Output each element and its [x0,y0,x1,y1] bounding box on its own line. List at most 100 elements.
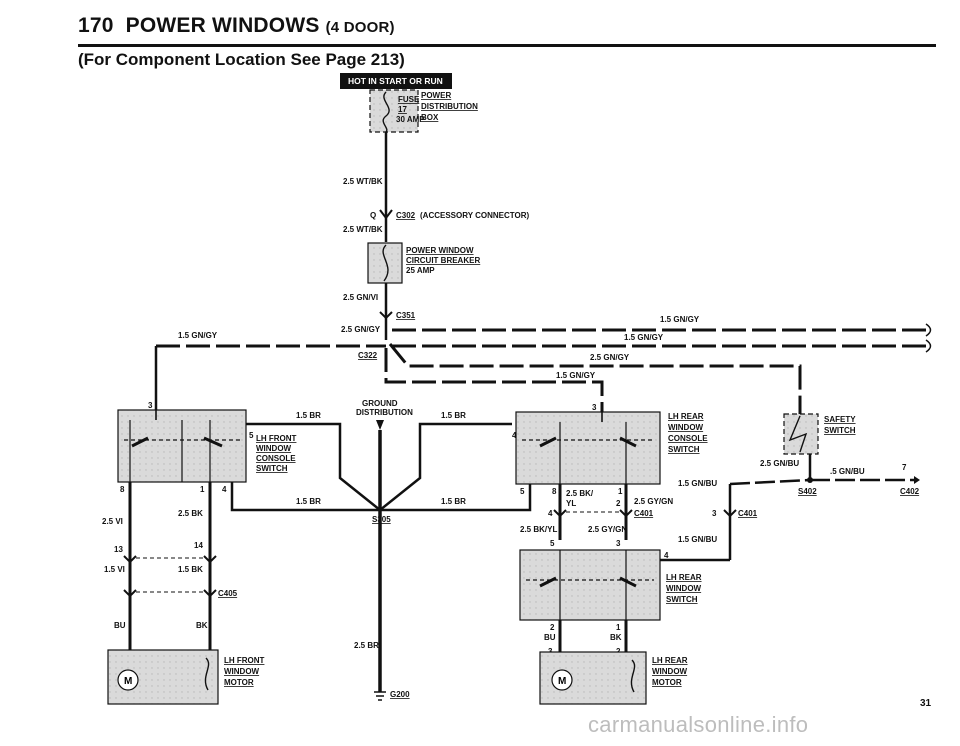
wire-label-right-low: 2.5 GN/GY [590,353,630,362]
lhr-console-label-2: WINDOW [668,423,704,432]
wire-label-rr-b: BK [610,633,622,642]
pin-4-lf: 4 [222,485,227,494]
wire-label-safety-a: 2.5 GN/BU [760,459,799,468]
page-subtitle: (For Component Location See Page 213) [78,50,405,69]
wire-label-left-feed: 1.5 GN/GY [178,331,218,340]
g200-label: G200 [390,690,410,699]
lhr-console-label-4: SWITCH [668,445,700,454]
c402-label: C402 [900,487,920,496]
page-footer-number: 31 [920,698,932,709]
wire-label-lf-b: 2.5 BK [178,509,203,518]
wire-label-rc-a2: YL [566,499,576,508]
safety-switch [783,413,819,455]
wire-label-rc-f: 1.5 GN/BU [678,535,717,544]
wire-label-lf-f: BK [196,621,208,630]
ground-dist-1: GROUND [362,399,398,408]
c351-label: C351 [396,311,416,320]
lhr-switch-label-3: SWITCH [666,595,698,604]
wire-label-center-low: 1.5 GN/GY [556,371,596,380]
ground-dist-2: DISTRIBUTION [356,408,413,417]
page-number: 170 [78,14,114,37]
wire-label-g-l1: 1.5 BR [296,411,321,420]
pin-13-lf: 13 [114,545,123,554]
lh-rear-window-switch [519,549,661,621]
pin-1-lf: 1 [200,485,205,494]
wire-label-rc-d: 2.5 GY/GN [588,525,627,534]
lhf-motor-label-2: WINDOW [224,667,260,676]
cb-label-3: 25 AMP [406,266,435,275]
lhr-motor-label-2: WINDOW [652,667,688,676]
lf-motor-symbol: M [124,676,132,687]
pin-3-rc: 3 [592,403,597,412]
lhf-switch-label-3: CONSOLE [256,454,296,463]
lhf-switch-label-2: WINDOW [256,444,292,453]
lh-rear-motor: M [539,651,647,705]
title-text: POWER WINDOWS [125,14,320,37]
pin-5-rc: 5 [520,487,525,496]
pin-4-rc: 4 [512,431,517,440]
wire-label-rc-c: 2.5 BK/YL [520,525,557,534]
lh-front-switch [117,409,247,483]
wire-label-right-mid: 1.5 GN/GY [624,333,664,342]
pin-8-lf: 8 [120,485,125,494]
s402-label: S402 [798,487,817,496]
c322-label: C322 [358,351,378,360]
hot-bar [340,73,452,89]
wire-label-g-r1: 1.5 BR [441,411,466,420]
cb-label-2: CIRCUIT BREAKER [406,256,480,265]
watermark: carmanualsonline.info [588,712,809,737]
fuse-box: FUSE 17 30 AMP [369,89,425,133]
pin-14-lf: 14 [194,541,203,550]
pin-2-rc: 2 [616,499,621,508]
lhr-motor-label-1: LH REAR [652,656,688,665]
wire-label-feed: 2.5 GN/GY [341,325,381,334]
pin-5-lf: 5 [249,431,254,440]
safety-label-2: SWITCH [824,426,856,435]
pin-1-rrs: 1 [616,623,621,632]
pin-7-safety: 7 [902,463,907,472]
c401b-label: C401 [738,509,758,518]
wire-label-cb-out: 2.5 GN/VI [343,293,378,302]
c302-label: C302 [396,211,416,220]
fuse-label: FUSE [398,95,420,104]
pin-3-lf: 3 [148,401,153,410]
hot-label: HOT IN START OR RUN [348,76,443,86]
pin-5-rr: 5 [550,539,555,548]
wire-label-top: 2.5 WT/BK [343,177,383,186]
lhf-switch-label-1: LH FRONT [256,434,297,443]
title-rule [78,44,936,47]
fuse-number: 17 [398,105,407,114]
wire-label-g-r2: 1.5 BR [441,497,466,506]
pin-8-rc: 8 [552,487,557,496]
pdb-label-2: DISTRIBUTION [421,102,478,111]
lh-rear-console-switch [515,411,661,485]
pin-4-rc2: 4 [548,509,553,518]
wire-label-rr-a: BU [544,633,556,642]
wire-label-safety-b: .5 GN/BU [830,467,865,476]
title-suffix: (4 DOOR) [325,19,395,36]
wire-label-mid: 2.5 WT/BK [343,225,383,234]
lhr-motor-label-3: MOTOR [652,678,682,687]
c302-pin: Q [370,211,376,220]
wire-label-g-l2: 1.5 BR [296,497,321,506]
lhr-console-label-3: CONSOLE [668,434,708,443]
c401a-label: C401 [634,509,654,518]
lhf-motor-label-3: MOTOR [224,678,254,687]
wire-label-lf-d: 1.5 BK [178,565,203,574]
wire-label-rc-e: 1.5 GN/BU [678,479,717,488]
wire-label-lf-a: 2.5 VI [102,517,123,526]
pin-2-rrs: 2 [550,623,555,632]
pdb-label-3: BOX [421,113,439,122]
circuit-breaker [367,242,403,284]
wire-label-lf-c: 1.5 VI [104,565,125,574]
lhr-switch-label-1: LH REAR [666,573,702,582]
safety-label-1: SAFETY [824,415,856,424]
pdb-label-1: POWER [421,91,451,100]
wire-label-rc-a: 2.5 BK/ [566,489,594,498]
wire-label-lf-e: BU [114,621,126,630]
page-header: 170 POWER WINDOWS (4 DOOR) (For Component… [0,0,960,80]
c302-desc: (ACCESSORY CONNECTOR) [420,211,530,220]
c405-label: C405 [218,589,238,598]
fuse-rating: 30 AMP [396,115,425,124]
